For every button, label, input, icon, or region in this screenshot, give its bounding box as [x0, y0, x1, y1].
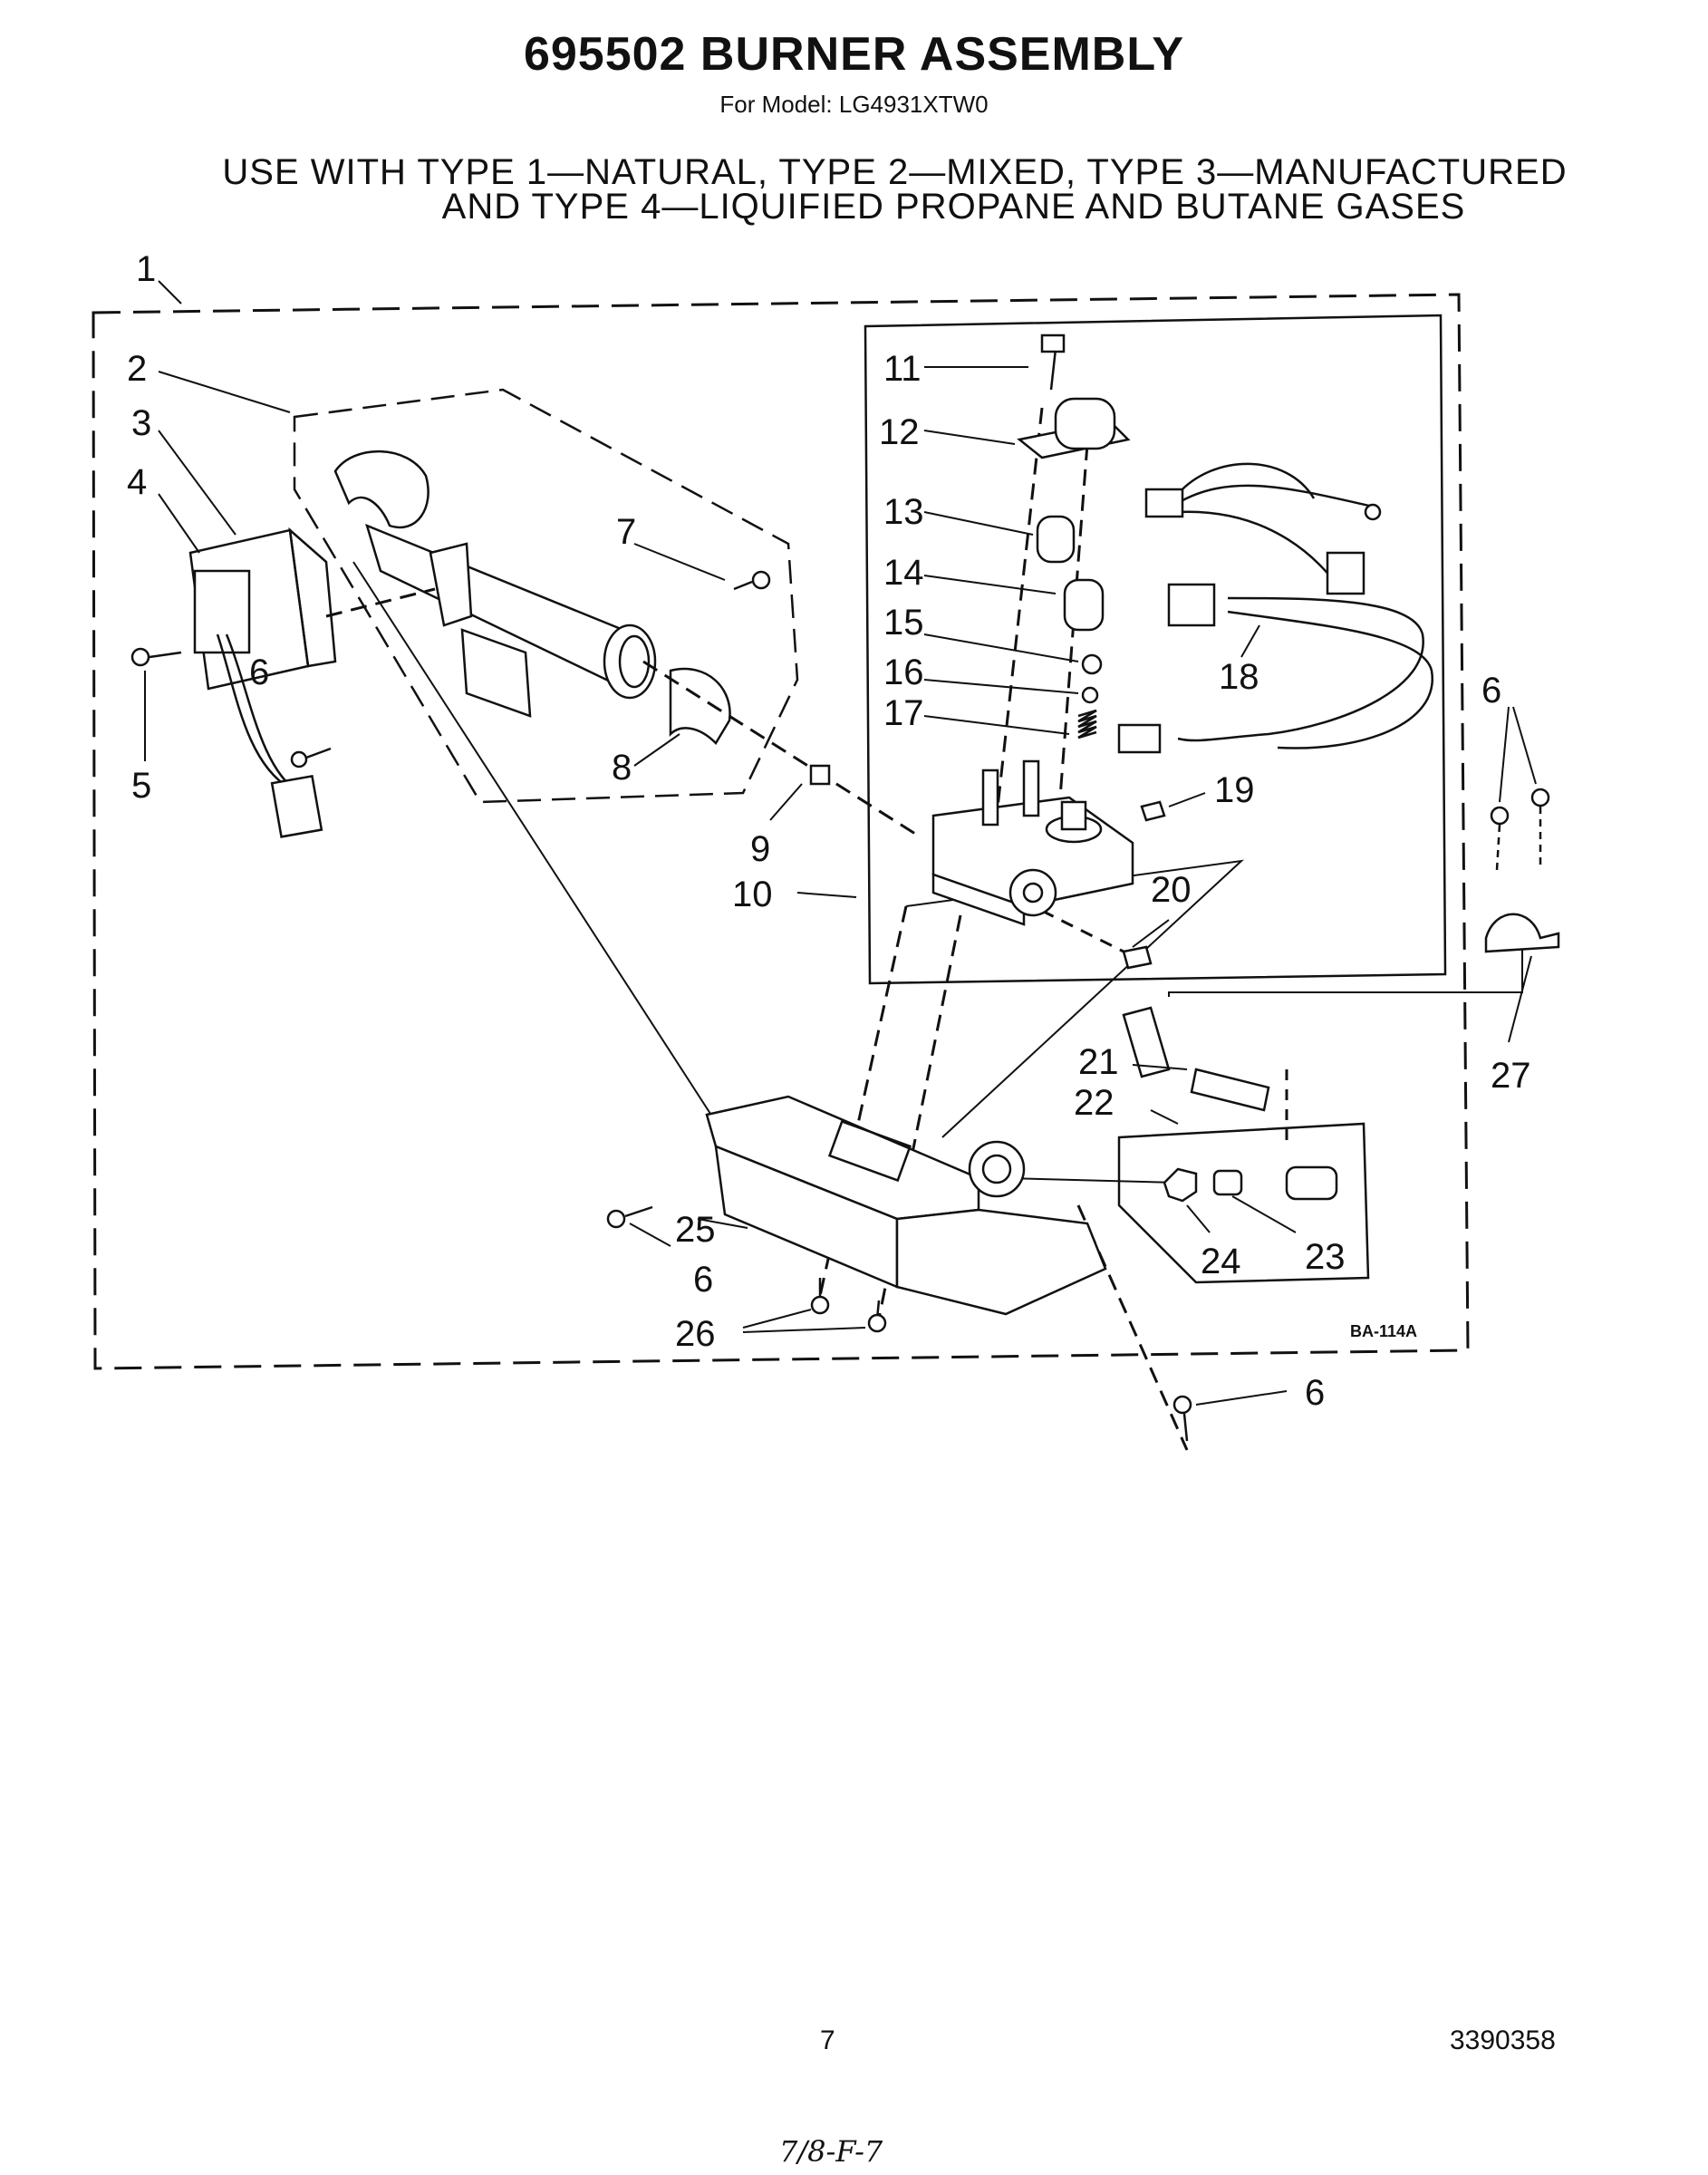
callout-5: 5	[131, 766, 151, 806]
coil-stack	[1017, 334, 1131, 740]
callout-6b: 6	[693, 1260, 713, 1300]
screws-6-right	[1490, 788, 1550, 871]
callout-21: 21	[1078, 1042, 1119, 1082]
pipe-21	[1122, 1006, 1270, 1112]
callout-6a: 6	[249, 652, 269, 692]
page-title: 695502 BURNER ASSEMBLY	[523, 28, 1185, 81]
callout-7: 7	[616, 512, 636, 552]
callout-15: 15	[883, 603, 924, 643]
callout-6c: 6	[1305, 1373, 1325, 1413]
screw-6-bottom	[1172, 1395, 1192, 1442]
callout-27: 27	[1491, 1056, 1531, 1096]
callout-2: 2	[127, 349, 147, 389]
screw-26b	[867, 1300, 887, 1333]
screw-5	[130, 647, 182, 667]
callout-13: 13	[883, 492, 924, 532]
callout-12: 12	[879, 412, 920, 452]
valve-group-boundary	[864, 314, 1447, 985]
callout-9: 9	[750, 829, 770, 869]
screw-7	[733, 570, 771, 591]
diagram-code: BA-114A	[1350, 1322, 1417, 1340]
screw-6-left	[290, 747, 332, 768]
orifice-23	[1212, 1169, 1243, 1196]
model-label: For Model: LG4931XTW0	[719, 91, 989, 118]
callout-14: 14	[883, 553, 924, 593]
gas-type-line-2: AND TYPE 4—LIQUIFIED PROPANE AND BUTANE …	[441, 187, 1466, 227]
callout-20: 20	[1151, 870, 1192, 910]
screw-6-base	[606, 1205, 653, 1229]
callout-10: 10	[732, 875, 773, 914]
screw-26a	[810, 1278, 830, 1315]
callout-6d: 6	[1481, 671, 1501, 710]
callout-11: 11	[883, 349, 922, 389]
burner-tube	[333, 450, 657, 718]
callout-19: 19	[1214, 770, 1255, 810]
gas-valve	[931, 759, 1134, 926]
nut-24	[1163, 1167, 1198, 1203]
air-shutter	[669, 667, 731, 746]
fittings-group-boundary	[1117, 1122, 1370, 1284]
callout-8: 8	[612, 748, 632, 788]
elbow-22	[1285, 1165, 1338, 1201]
callout-18: 18	[1219, 657, 1259, 697]
callout-17: 17	[883, 693, 924, 733]
igniter-bracket	[188, 527, 337, 838]
clamp-27	[1484, 913, 1560, 953]
callout-16: 16	[883, 652, 924, 692]
callout-23: 23	[1305, 1237, 1346, 1277]
page-number: 7	[820, 2025, 835, 2055]
callout-1: 1	[136, 249, 156, 289]
callout-3: 3	[131, 403, 151, 443]
callout-labels: 1 2 3 4 5 6 7 8 9 10 11 12 13 14 15 16 1…	[127, 249, 1531, 1413]
callout-22: 22	[1074, 1083, 1115, 1123]
wire-harness	[1117, 462, 1433, 754]
orifice-19	[1140, 800, 1166, 822]
handwritten-note: 7/8-F-7	[779, 2134, 883, 2169]
burner-tube-group-boundary	[293, 388, 799, 804]
burner-bracket	[705, 1095, 1107, 1316]
callout-4: 4	[127, 462, 147, 502]
callout-24: 24	[1201, 1242, 1241, 1281]
fitting-9	[809, 764, 831, 786]
callout-25: 25	[675, 1210, 716, 1250]
document-number: 3390358	[1450, 2025, 1556, 2055]
callout-26: 26	[675, 1314, 716, 1354]
fitting-20	[1122, 945, 1153, 970]
gas-type-line-1: USE WITH TYPE 1—NATURAL, TYPE 2—MIXED, T…	[222, 152, 1568, 192]
